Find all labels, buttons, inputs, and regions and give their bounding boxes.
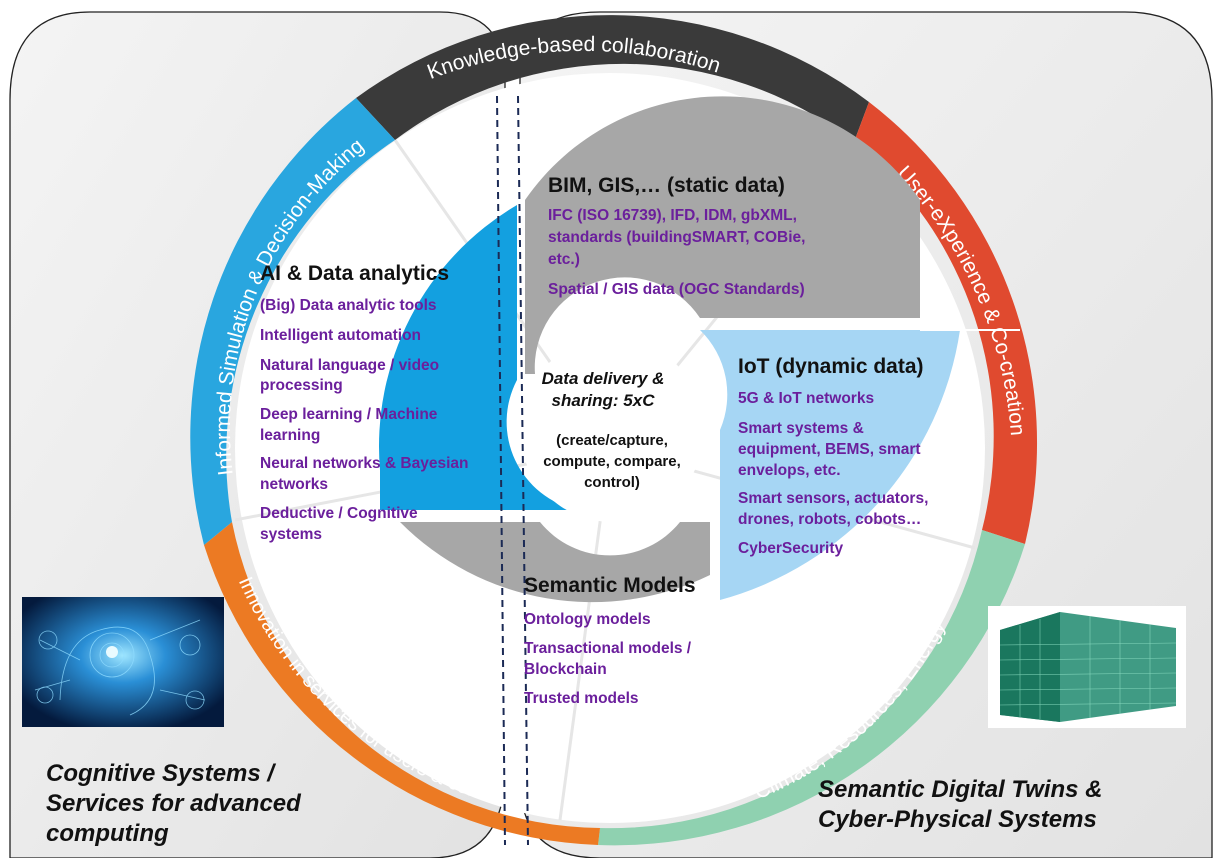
caption-right-2: Cyber-Physical Systems xyxy=(818,806,1097,833)
center-circle xyxy=(520,338,704,522)
dashed-guide-right xyxy=(517,95,529,846)
ai-item-3: Natural language / video xyxy=(260,357,439,374)
iot-item-7: CyberSecurity xyxy=(738,540,843,557)
bim-title: BIM, GIS,… (static data) xyxy=(548,174,785,197)
ai-item-5: Deep learning / Machine xyxy=(260,406,438,423)
ai-item-7: Neural networks & Bayesian xyxy=(260,455,468,472)
caption-right-1: Semantic Digital Twins & xyxy=(818,776,1103,803)
bim-item-4: Spatial / GIS data (OGC Standards) xyxy=(548,281,805,298)
caption-left-2: Services for advanced xyxy=(46,790,302,817)
caption-left-3: computing xyxy=(46,820,169,847)
wedge-ai-blue xyxy=(378,205,578,510)
semantic-item-3: Blockchain xyxy=(524,661,607,678)
ai-title: AI & Data analytics xyxy=(260,262,449,285)
ai-item-8: networks xyxy=(260,476,328,493)
center-line1: Data delivery & xyxy=(542,369,665,388)
ai-item-4: processing xyxy=(260,377,343,394)
center-line3: (create/capture, xyxy=(556,432,668,449)
semantic-title: Semantic Models xyxy=(524,574,696,597)
iot-item-4: envelops, etc. xyxy=(738,462,841,479)
caption-left-1: Cognitive Systems / xyxy=(46,760,276,787)
center-line5: control) xyxy=(584,474,640,491)
ai-item-1: (Big) Data analytic tools xyxy=(260,297,437,314)
ring-segment-bottom-left xyxy=(204,522,600,845)
ai-item-10: systems xyxy=(260,526,322,543)
ai-brain-network-image xyxy=(22,597,224,727)
ring-segment-right xyxy=(854,102,1038,544)
semantic-item-2: Transactional models / xyxy=(524,640,692,657)
ai-item-2: Intelligent automation xyxy=(260,327,421,344)
iot-item-3: equipment, BEMS, smart xyxy=(738,441,921,458)
bim-item-1: IFC (ISO 16739), IFD, IDM, gbXML, xyxy=(548,207,797,224)
wedge-iot-light xyxy=(700,330,960,600)
center-line4: compute, compare, xyxy=(543,453,681,470)
iot-title: IoT (dynamic data) xyxy=(738,355,924,378)
ai-item-9: Deductive / Cognitive xyxy=(260,505,418,522)
iot-item-1: 5G & IoT networks xyxy=(738,390,874,407)
ai-item-6: learning xyxy=(260,427,320,444)
wedge-bim-gray xyxy=(525,96,920,374)
semantic-item-4: Trusted models xyxy=(524,690,639,707)
center-line2: sharing: 5xC xyxy=(552,391,656,410)
wedge-semantic-gray xyxy=(400,522,710,603)
bim-item-3: etc.) xyxy=(548,251,580,268)
ring-segment-left xyxy=(190,98,395,545)
bim-item-2: standards (buildingSMART, COBie, xyxy=(548,229,805,246)
ring-segment-top xyxy=(356,15,869,143)
wireframe-building-image xyxy=(988,606,1186,728)
semantic-item-1: Ontology models xyxy=(524,611,651,628)
iot-item-2: Smart systems & xyxy=(738,420,864,437)
iot-item-5: Smart sensors, actuators, xyxy=(738,490,928,507)
dashed-guide-left xyxy=(496,95,506,846)
ring-segment-bottom-right xyxy=(598,530,1025,846)
iot-item-6: drones, robots, cobots… xyxy=(738,511,921,528)
